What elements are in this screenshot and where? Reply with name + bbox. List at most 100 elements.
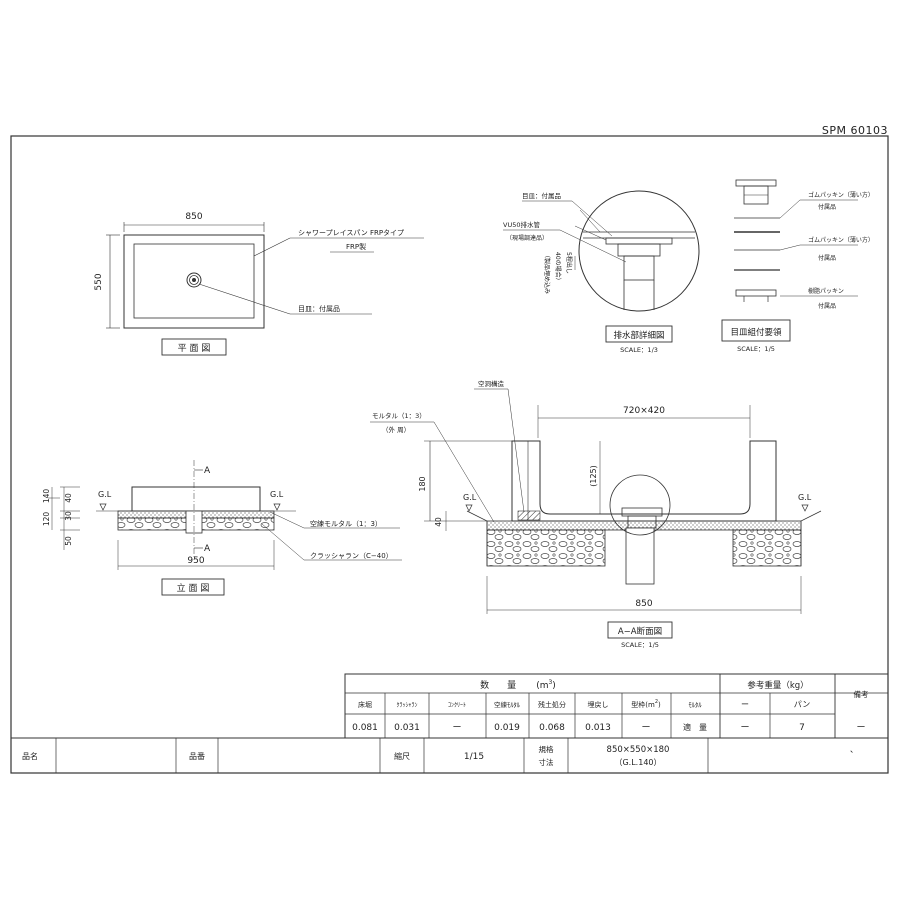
table-col-soil-disposal: 残土処分 <box>538 700 566 709</box>
table-val-excavation: 0.081 <box>352 723 378 733</box>
assembly-gasket-2-note: 付属品 <box>818 254 836 262</box>
drain-detail: 目皿：付属品 VU50排水管 （現場調達品） （製品埋め込み 40の場合） 5程… <box>503 190 700 354</box>
detail-circle <box>578 190 700 312</box>
plan-drain <box>186 272 202 288</box>
section-crusher-right <box>732 529 802 567</box>
table-col-crusher: ｸﾗｯｼｬﾗﾝ <box>396 702 417 709</box>
elevation-cut-bottom: A <box>204 544 211 554</box>
elevation-callout-crusher: クラッシャラン（C−40） <box>310 552 393 560</box>
assembly-gasket-2: ゴムパッキン（薄い方） <box>808 236 874 244</box>
titleblock-spec-label-2: 寸法 <box>539 757 554 767</box>
plan-title: 平 面 図 <box>178 343 211 354</box>
elevation-cut-top: A <box>204 466 211 476</box>
elevation-view: A A G.L G.L 40 140 120 30 50 空練モルタル（1：3）… <box>42 460 402 596</box>
detail-title-box <box>605 325 673 343</box>
plan-callout-pan: シャワープレイスパン FRPタイプ <box>298 228 404 237</box>
detail-note-a: （製品埋め込み <box>543 252 551 294</box>
sheet-border <box>10 135 889 774</box>
detail-callout-cover: 目皿：付属品 <box>522 191 561 200</box>
table-val-soil-disposal: 0.068 <box>539 723 565 733</box>
table-val-formwork: ー <box>641 723 650 733</box>
quantity-table: 数 量(m3) 参考重量（kg） 備考 床堀 ｸﾗｯｼｬﾗﾝ ｺﾝｸﾘｰﾄ 空練… <box>344 673 889 739</box>
elevation-gl-right: G.L <box>270 490 284 499</box>
assembly-gasket-3: 樹脂パッキン <box>808 287 844 295</box>
table-val-remarks: ー <box>856 723 865 733</box>
elevation-dim-140: 140 <box>42 489 51 504</box>
assembly-title: 目皿組付要領 <box>730 327 782 338</box>
elevation-dim-40: 40 <box>64 493 73 503</box>
section-gl-right: G.L <box>798 493 812 502</box>
detail-scale: SCALE：1/3 <box>620 346 658 354</box>
plan-title-box <box>161 338 227 356</box>
elevation-width-label: 950 <box>187 556 204 566</box>
section-view: 720×420 180 (125) 40 G.L G.L 空洞構造 モルタル（1… <box>370 379 822 649</box>
table-quantity-header: 数 量(m3) <box>480 679 556 691</box>
plan-pan-inner <box>133 243 255 319</box>
elevation-dim-120: 120 <box>42 512 51 527</box>
table-col-excavation: 床堀 <box>358 700 372 709</box>
titleblock-spec-label-1: 規格 <box>539 744 554 754</box>
title-block: 品名 品番 縮尺 1/15 規格 寸法 850×550×180 （G.L.140… <box>11 737 888 773</box>
elevation-title-box <box>161 578 225 596</box>
section-callout-hollow: 空洞構造 <box>478 379 505 388</box>
detail-title: 排水部詳細図 <box>613 330 664 341</box>
titleblock-mark: 、 <box>850 745 858 754</box>
table-val-crusher: 0.031 <box>394 723 420 733</box>
plan-pan-outer <box>123 234 265 329</box>
elevation-pan <box>131 486 261 512</box>
table-col-weight-pan: パン <box>794 700 810 709</box>
elevation-callout-mortar: 空練モルタル（1：3） <box>310 519 382 528</box>
section-detail-circle <box>609 474 671 536</box>
table-val-weight-dash: ー <box>740 723 749 733</box>
detail-callout-pipe-note: （現場調達品） <box>506 234 548 242</box>
table-col-weight-dash: ー <box>741 700 749 709</box>
section-callout-mortar: モルタル（1：3） <box>372 411 426 420</box>
table-val-dry-mortar: 0.019 <box>494 723 520 733</box>
assembly-gasket-1-note: 付属品 <box>818 203 836 211</box>
section-hollow-hatch <box>517 510 541 521</box>
titleblock-product-name-label: 品名 <box>22 751 38 761</box>
titleblock-scale-label: 縮尺 <box>394 751 410 761</box>
table-val-mortar: 適 量 <box>683 722 707 732</box>
table-col-formwork: 型枠(m2) <box>631 699 661 709</box>
table-col-concrete: ｺﾝｸﾘｰﾄ <box>448 702 466 709</box>
section-scale: SCALE：1/5 <box>621 641 659 649</box>
titleblock-spec-value-2: （G.L.140） <box>614 758 661 767</box>
section-dim-180: 180 <box>418 476 427 491</box>
titleblock-product-no-label: 品番 <box>189 751 205 761</box>
detail-note-c: 5程出し <box>565 252 573 274</box>
section-title: A−A断面図 <box>618 626 662 637</box>
plan-height-label: 550 <box>94 273 104 290</box>
elevation-dim-30: 30 <box>64 511 73 521</box>
section-title-box <box>607 621 673 639</box>
assembly-gasket-1: ゴムパッキン（薄い方） <box>808 191 874 199</box>
table-val-concrete: ー <box>452 723 461 733</box>
table-val-weight-pan: 7 <box>799 723 805 733</box>
section-dim-inner: 720×420 <box>623 406 665 416</box>
section-dim-125: (125) <box>589 465 598 487</box>
elevation-dim-50: 50 <box>64 536 73 546</box>
section-pan-body <box>511 440 777 522</box>
table-remarks-header: 備考 <box>854 689 869 699</box>
section-callout-mortar-note: （外 周） <box>382 425 410 434</box>
plan-width-label: 850 <box>185 212 202 222</box>
table-weight-header: 参考重量（kg） <box>747 680 808 691</box>
titleblock-scale-value: 1/15 <box>464 752 484 762</box>
table-col-mortar: ﾓﾙﾀﾙ <box>689 701 703 709</box>
assembly-guide: ゴムパッキン（薄い方） 付属品 ゴムパッキン（薄い方） 付属品 樹脂パッキン 付… <box>721 179 874 353</box>
section-drain-pipe <box>625 527 655 585</box>
detail-note-b: 40の場合） <box>554 252 562 284</box>
assembly-title-box <box>721 319 791 342</box>
section-crusher-left <box>486 529 606 567</box>
table-val-backfill: 0.013 <box>585 723 611 733</box>
plan-callout-cover: 目皿：付属品 <box>298 304 340 313</box>
elevation-title: 立 面 図 <box>177 582 210 594</box>
elevation-gl-left: G.L <box>98 490 112 499</box>
section-gl-left: G.L <box>463 493 477 502</box>
titleblock-spec-value-1: 850×550×180 <box>607 745 670 755</box>
section-width-label: 850 <box>635 599 652 609</box>
plan-view: 850 550 シャワープレイスパン FRPタイプ FRP製 目皿：付属品 平 … <box>94 212 424 356</box>
section-dim-40: 40 <box>434 517 443 527</box>
table-col-backfill: 埋戻し <box>588 700 609 709</box>
